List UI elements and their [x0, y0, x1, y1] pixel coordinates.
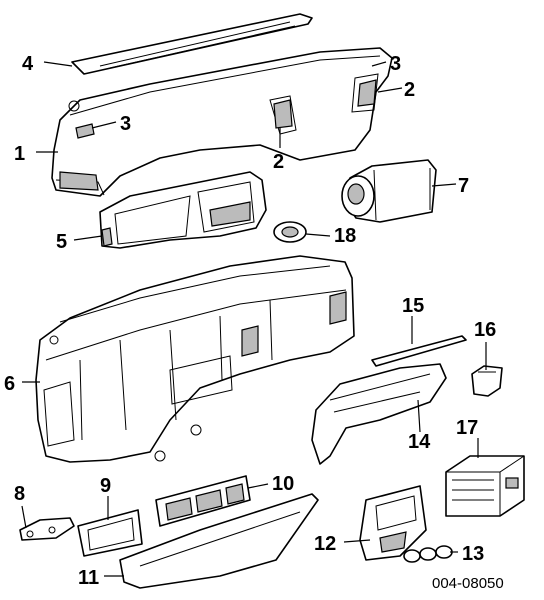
- part-17-radio: [445, 455, 525, 517]
- label-10: 10: [272, 473, 294, 495]
- part-9-bezel: [77, 509, 143, 557]
- label-14: 14: [408, 431, 431, 453]
- label-13: 13: [462, 543, 484, 565]
- diagram-code: 004-08050: [432, 575, 504, 592]
- label-3-left: 3: [120, 113, 131, 135]
- label-17: 17: [456, 417, 478, 439]
- part-11-lower-trim: [119, 493, 319, 589]
- label-5: 5: [56, 231, 67, 253]
- part-2-vent-right: [357, 79, 377, 107]
- part-10-center-bezel: [155, 475, 251, 527]
- part-18-trim-plug: [273, 221, 307, 243]
- part-15-trim-strip: [371, 335, 467, 367]
- label-16: 16: [474, 319, 496, 341]
- label-9: 9: [100, 475, 111, 497]
- label-7: 7: [458, 175, 469, 197]
- label-4: 4: [22, 53, 34, 75]
- part-labels: 4 1 3 3 2 2 5 18 7 6 15 16 14 17 8 9 10 …: [4, 53, 504, 592]
- part-6-panel-carrier: [35, 255, 355, 463]
- part-3-vent-left: [75, 123, 95, 139]
- part-1-upper-pad: [51, 47, 393, 197]
- part-5-cluster-bezel: [99, 171, 267, 249]
- part-12-console-bezel: [359, 485, 427, 561]
- label-1: 1: [14, 143, 25, 165]
- label-15: 15: [402, 295, 424, 317]
- label-6: 6: [4, 373, 15, 395]
- label-2-right: 2: [404, 79, 415, 101]
- part-2-vent-center: [273, 99, 293, 129]
- part-4-defroster-grille: [71, 13, 313, 75]
- part-8-bracket: [19, 517, 75, 541]
- part-14-glove-box: [311, 363, 447, 465]
- label-18: 18: [334, 225, 356, 247]
- label-2-center: 2: [273, 151, 284, 173]
- part-13-knobs: [403, 545, 453, 563]
- leader-lines: [21, 61, 487, 577]
- label-11: 11: [78, 567, 99, 589]
- label-12: 12: [314, 533, 336, 555]
- part-7-airbag-module: [341, 159, 437, 223]
- label-8: 8: [14, 483, 25, 505]
- label-3-right: 3: [390, 53, 401, 75]
- part-16-switch: [471, 365, 503, 397]
